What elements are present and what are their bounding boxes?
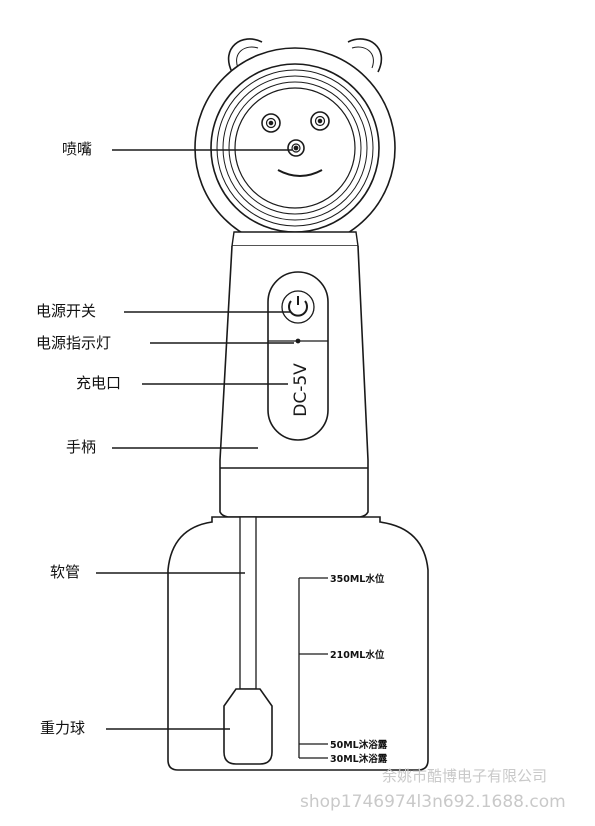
- head-ring-2: [216, 69, 374, 227]
- label-power-switch: 电源开关: [36, 302, 97, 320]
- label-power-indicator: 电源指示灯: [36, 334, 112, 352]
- neck-band: [231, 231, 359, 247]
- power-button-ring: [281, 290, 315, 324]
- left-ear-inner: [236, 46, 259, 69]
- level-label-210: 210ML水位: [330, 649, 385, 661]
- level-label-350: 350ML水位: [330, 573, 385, 585]
- label-hose: 软管: [50, 563, 81, 581]
- level-label-30: 30ML沐浴露: [330, 753, 388, 765]
- right-eye-icon: [310, 111, 330, 131]
- weight-ball-icon: [223, 688, 273, 765]
- smile-icon: [277, 169, 323, 177]
- hose-tube: [239, 516, 257, 690]
- nozzle-icon: [287, 139, 305, 157]
- level-label-50: 50ML沐浴露: [330, 739, 388, 751]
- charge-port-text: DC-5V: [291, 363, 311, 417]
- head-face: [234, 87, 356, 209]
- right-ear-inner: [351, 46, 374, 69]
- right-ear-icon: [347, 38, 383, 73]
- head-ring-3: [222, 75, 368, 221]
- label-nozzle: 喷嘴: [62, 140, 93, 158]
- power-indicator-led: [295, 338, 301, 344]
- power-icon: [288, 300, 308, 317]
- label-charge-port: 充电口: [76, 374, 122, 392]
- left-ear-icon: [227, 38, 263, 73]
- watermark-url: shop1746974l3n692.1688.com: [300, 792, 566, 812]
- head-ring-4: [228, 81, 362, 215]
- left-eye-icon: [261, 113, 281, 133]
- label-handle: 手柄: [66, 438, 97, 456]
- watermark-company: 余姚市酷博电子有限公司: [382, 767, 548, 785]
- label-weight-ball: 重力球: [40, 719, 86, 737]
- bottle-body: [167, 516, 429, 771]
